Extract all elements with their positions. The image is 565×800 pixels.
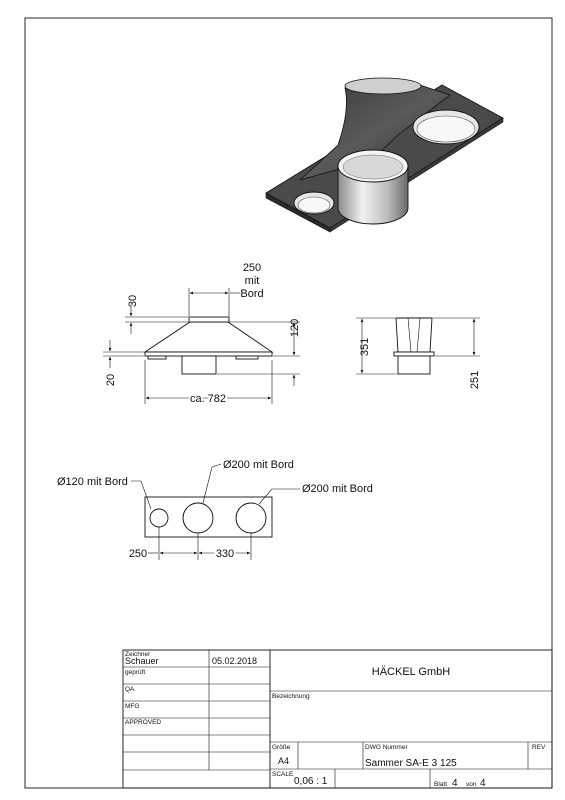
dim-top-bord: Bord [240,288,263,300]
dim-top-a: 250 [129,548,147,560]
side-hood-outline [395,317,433,353]
rev-label: REV [532,744,546,751]
side-spigot [397,355,431,375]
von-label: von [466,781,477,788]
blatt-value: 4 [452,778,458,789]
front-hood-outline [143,321,274,353]
geprueft-label: geprüft [125,669,145,676]
zeichner-label: Zeichner [125,651,151,658]
center-cylinder [337,165,409,225]
dim-side-left: 351 [359,338,371,356]
dim-left-top: 30 [127,295,139,307]
zeichner-value: Schauer [125,656,159,666]
drawing-date: 05.02.2018 [212,656,257,666]
top-small-hole [149,508,169,528]
bezeichnung-label: Bezeichnung [272,693,310,700]
mfg-label: MFG [125,703,139,710]
scale-value: 0,06 : 1 [294,776,328,787]
top-view: Ø120 mit Bord Ø200 mit Bord Ø200 mit Bor… [57,459,373,562]
dim-top-b: 330 [216,548,234,560]
dim-left-bottom: 20 [105,374,117,386]
front-spigot [181,355,217,375]
groesse-value: A4 [278,756,289,766]
dim-right: 120 [289,319,301,337]
hood-body [299,84,451,181]
title-block: Zeichner Schauer 05.02.2018 geprüft QA M… [122,649,553,789]
qa-label: QA [125,686,135,693]
dwg-value: Sammer SA-E 3 125 [365,758,457,769]
top-right-hole [235,502,267,534]
blatt-label: Blatt [434,781,447,788]
von-value: 4 [480,778,486,789]
dim-top-width: 250 [243,262,261,274]
isometric-view [265,77,504,233]
label-right-hole: Ø200 mit Bord [302,483,373,495]
front-collar [188,316,230,323]
front-view: 250 mit Bord 30 20 120 ca. 782 [103,262,301,407]
front-base-plate [144,351,273,357]
label-mid-hole: Ø200 mit Bord [223,459,294,471]
dim-top-mit: mit [245,275,260,287]
dim-width: ca. 782 [190,393,226,405]
side-base-plate [393,351,435,357]
hood-top-opening [344,77,422,95]
groesse-label: Größe [272,744,291,751]
company-name: HÄCKEL GmbH [372,666,451,678]
approved-label: APPROVED [125,719,161,726]
scale-label: SCALE [272,771,294,778]
dim-side-right: 251 [469,371,481,389]
side-view: 351 251 [356,317,481,389]
dwg-label: DWG Nummer [365,744,408,751]
label-small-hole: Ø120 mit Bord [57,476,128,488]
top-mid-hole [182,502,214,534]
